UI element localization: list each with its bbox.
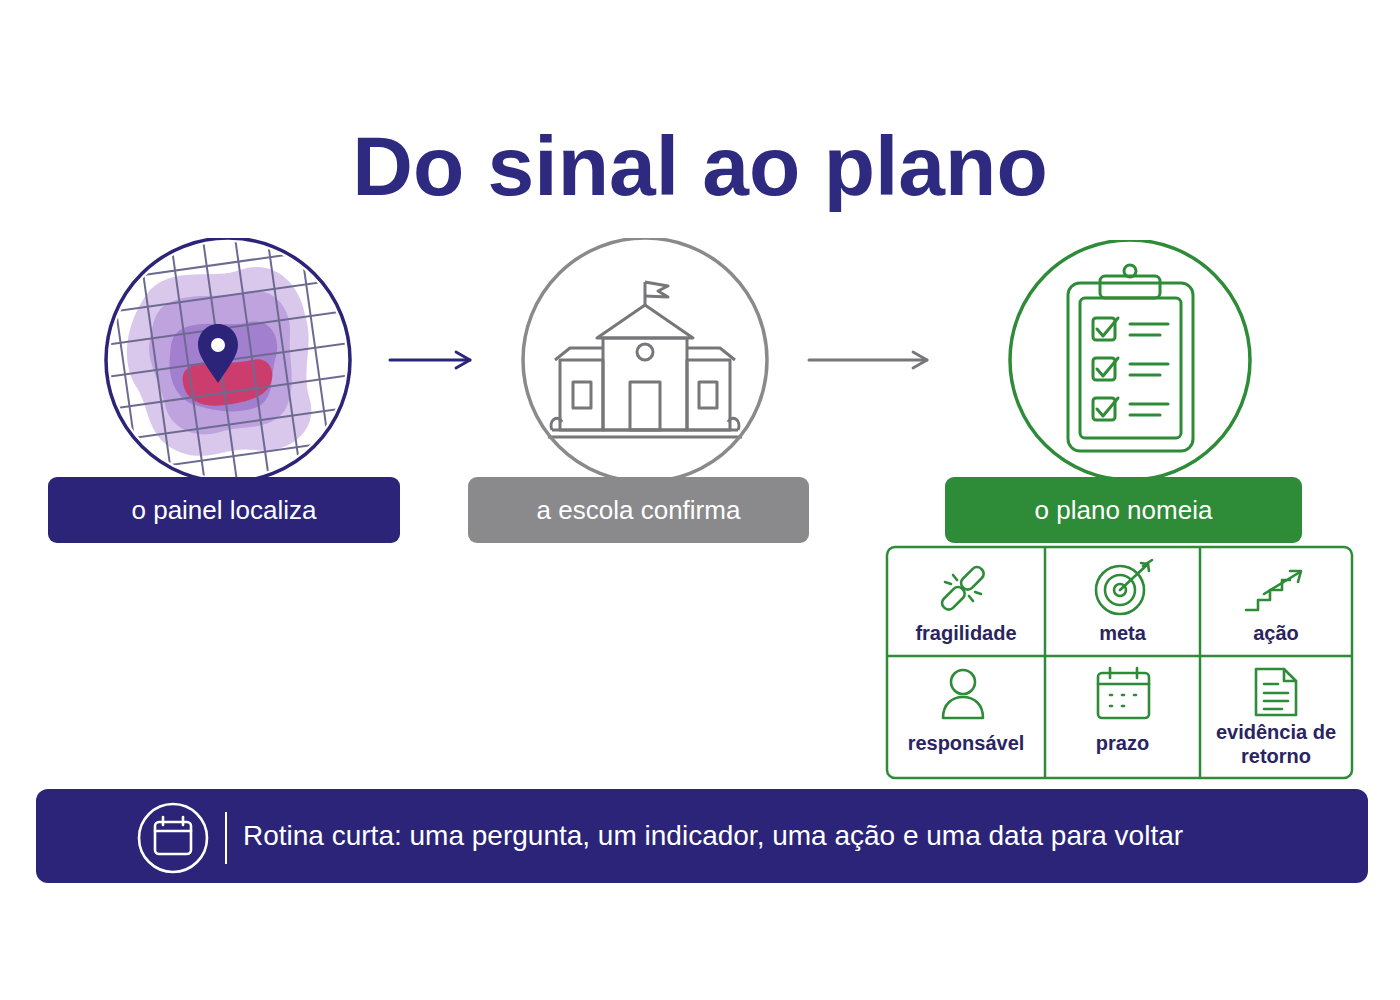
cell-label: meta [1099, 621, 1146, 645]
calendar-icon [130, 795, 216, 881]
circle-outline [1010, 240, 1250, 480]
band-divider [224, 812, 228, 864]
map-pin [198, 324, 238, 383]
circle-outline [523, 238, 767, 482]
step-circle: o painel localiza [60, 238, 388, 543]
step-circle: a escola confirma [480, 238, 797, 543]
step-label: a escola confirma [468, 477, 809, 543]
routine-text: Rotina curta: uma pergunta, um indicador… [243, 820, 1183, 852]
grid-cell: fragilidade [888, 548, 1044, 655]
grid-frame [887, 547, 1352, 778]
flow-arrow [390, 359, 470, 362]
flow-arrow [809, 359, 927, 362]
grid-cell: prazo [1046, 657, 1199, 777]
step-circle: o plano nomeia [957, 240, 1290, 543]
routine-band: Rotina curta: uma pergunta, um indicador… [36, 789, 1368, 883]
grid-cell: meta [1046, 548, 1199, 655]
grid-cell: evidência de retorno [1201, 657, 1351, 777]
circle-outline [106, 238, 350, 482]
clipboard-icon [1068, 265, 1193, 451]
diagram-title: Do sinal ao plano [0, 118, 1400, 215]
grid-cell: responsável [888, 657, 1044, 777]
step-label: o painel localiza [48, 477, 400, 543]
cell-label: evidência de retorno [1209, 720, 1343, 768]
grid-cell: ação [1201, 548, 1351, 655]
school-icon [548, 282, 742, 437]
cell-label: ação [1253, 621, 1299, 645]
step-label: o plano nomeia [945, 477, 1302, 543]
cell-label: prazo [1096, 731, 1149, 755]
cell-label: fragilidade [915, 621, 1016, 645]
cell-label: responsável [908, 731, 1025, 755]
